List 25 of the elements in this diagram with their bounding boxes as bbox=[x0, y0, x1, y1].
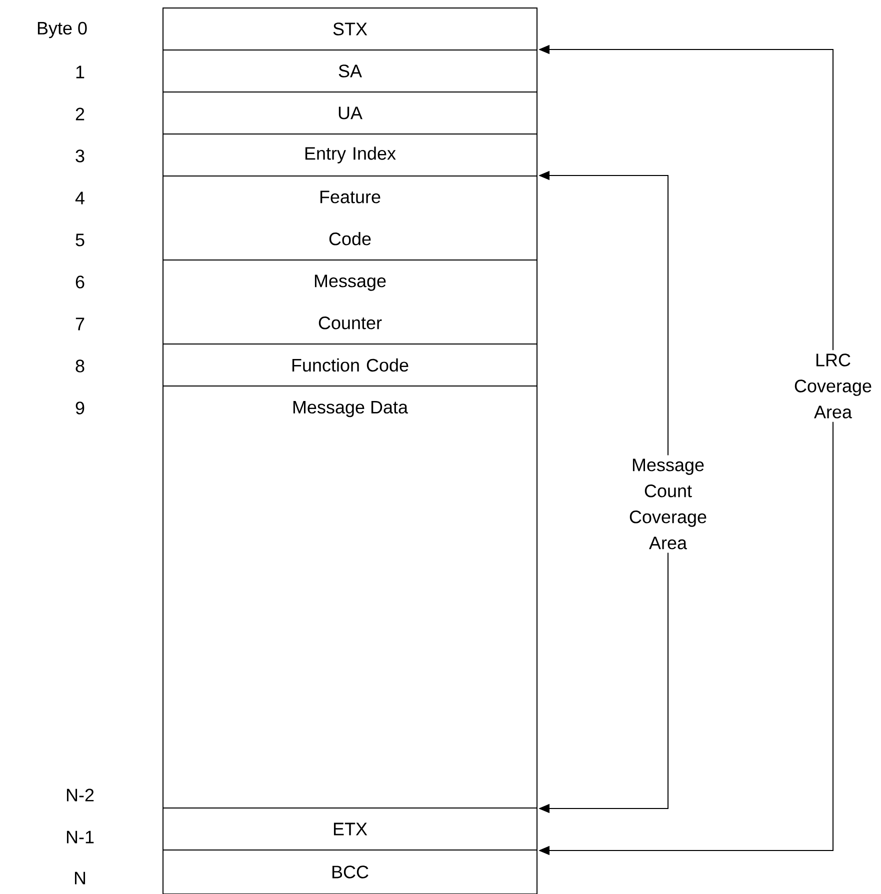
field-box: ETX bbox=[162, 808, 538, 850]
field-box: BCC bbox=[162, 850, 538, 894]
field-box: Feature Code bbox=[162, 176, 538, 260]
field-box: STX bbox=[162, 8, 538, 50]
byte-label: N-2 bbox=[66, 788, 94, 802]
byte-label: 9 bbox=[76, 402, 84, 414]
field-box: SA bbox=[162, 50, 538, 92]
byte-label: 8 bbox=[76, 360, 84, 372]
byte-label: N bbox=[74, 872, 86, 884]
byte-label: 7 bbox=[76, 318, 84, 330]
field-box: UA bbox=[162, 92, 538, 134]
byte-label: 4 bbox=[75, 192, 84, 204]
field-box: Message Data bbox=[162, 386, 538, 808]
byte-label: 5 bbox=[76, 234, 84, 246]
byte-label: 1 bbox=[76, 66, 84, 78]
coverage-label: Message Count Coverage Area bbox=[630, 458, 706, 550]
byte-label: 6 bbox=[76, 276, 84, 288]
byte-label: N-1 bbox=[66, 830, 94, 844]
coverage-label: LRC Coverage Area bbox=[794, 354, 872, 418]
field-box: Function Code bbox=[162, 344, 538, 386]
byte-label: 3 bbox=[76, 150, 84, 162]
field-box: Message Counter bbox=[162, 260, 538, 344]
field-box: Entry Index bbox=[162, 134, 538, 176]
byte-label: Byte 0 bbox=[38, 22, 87, 38]
byte-label: 2 bbox=[76, 108, 84, 120]
